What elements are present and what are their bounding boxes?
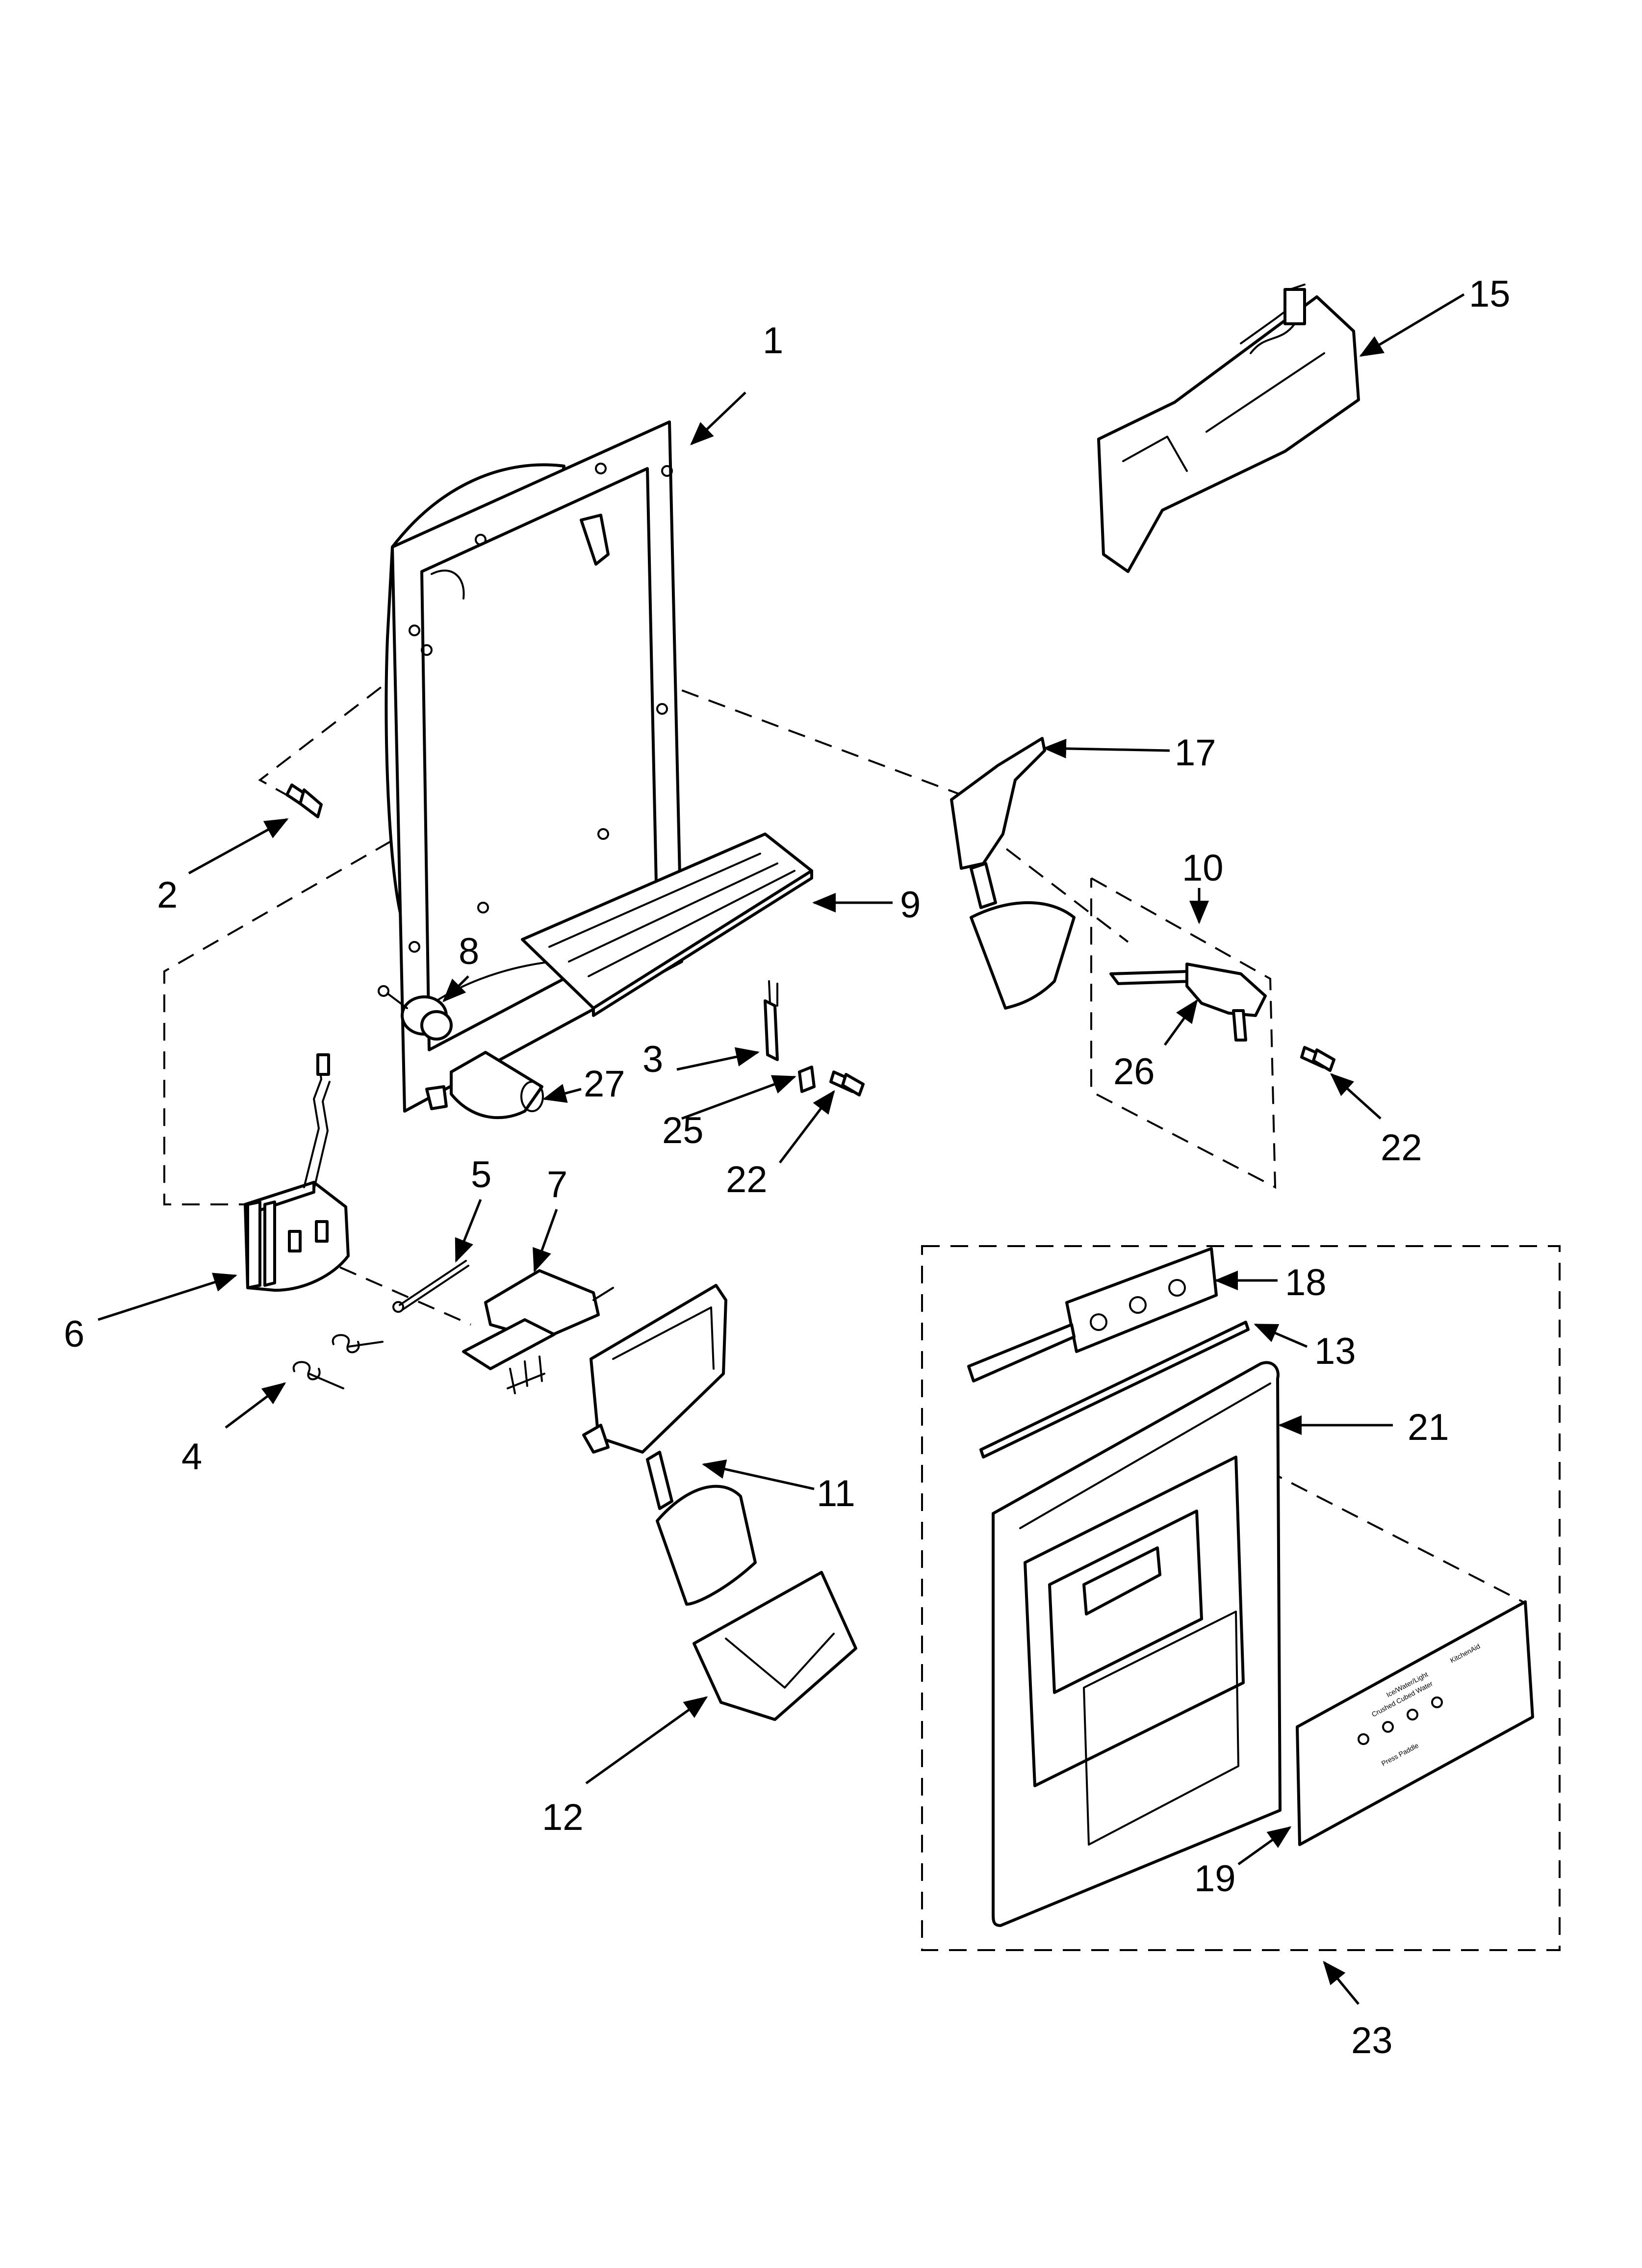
callout-22b: 22 — [1381, 1127, 1422, 1169]
part-5-rod — [392, 1260, 469, 1313]
assembly-10-boundary — [1090, 877, 1277, 1189]
leader-19 — [1237, 1826, 1292, 1866]
part-6-module — [244, 1053, 350, 1292]
callout-21: 21 — [1408, 1407, 1449, 1448]
part-22-screw-right — [1300, 1046, 1335, 1072]
callout-22a: 22 — [726, 1159, 768, 1200]
callout-9: 9 — [900, 884, 921, 926]
leader-23 — [1323, 1960, 1360, 2005]
leader-2 — [188, 818, 289, 875]
callout-10: 10 — [1182, 847, 1224, 889]
callout-11: 11 — [817, 1473, 855, 1514]
part-21-faceplate — [992, 1361, 1282, 1927]
leader-5 — [455, 1199, 482, 1263]
callout-5: 5 — [471, 1154, 491, 1196]
callout-12: 12 — [542, 1797, 584, 1838]
callout-6: 6 — [64, 1313, 84, 1355]
leader-4 — [225, 1382, 286, 1429]
leader-17 — [1043, 738, 1170, 758]
leader-8 — [442, 975, 469, 1002]
part-19-control-panel: Ice/Water/Light KitchenAid Crushed Cubed… — [1296, 1600, 1534, 1846]
part-9-drip-tray — [521, 833, 813, 1017]
part-18-switch-board — [967, 1247, 1218, 1382]
leader-25 — [681, 1075, 796, 1120]
part-15-control-box — [1097, 284, 1360, 573]
callout-26: 26 — [1113, 1051, 1155, 1093]
leader-22a — [779, 1090, 835, 1164]
callout-leaders — [98, 293, 1465, 2005]
panel-buttons — [1358, 1696, 1443, 1745]
callout-23: 23 — [1351, 2020, 1393, 2061]
leader-1 — [690, 391, 746, 445]
leader-11 — [702, 1460, 815, 1490]
part-25-insulator — [798, 1066, 816, 1093]
part-4-springs — [292, 1334, 384, 1389]
leader-15 — [1359, 293, 1465, 357]
part-17-water-paddle — [950, 737, 1076, 1010]
leader-13 — [1254, 1323, 1308, 1348]
part-11-ice-chute — [582, 1284, 757, 1606]
callout-labels: 1 2 3 4 5 6 7 8 9 10 11 12 13 15 17 18 1… — [64, 273, 1511, 2061]
part-22-screw-center — [829, 1070, 865, 1096]
part-12-ice-deflector — [693, 1571, 857, 1721]
callout-17: 17 — [1175, 732, 1216, 774]
leader-22b — [1330, 1073, 1382, 1120]
callout-27: 27 — [584, 1063, 625, 1105]
callout-4: 4 — [181, 1436, 202, 1478]
callout-15: 15 — [1469, 273, 1511, 315]
callout-1: 1 — [763, 320, 783, 362]
part-26-lever — [1109, 963, 1267, 1042]
housing-screw-holes — [409, 463, 673, 953]
callout-25: 25 — [662, 1110, 704, 1151]
callout-13: 13 — [1314, 1330, 1356, 1372]
part-3-switch — [764, 980, 779, 1061]
part-8-solenoid — [378, 985, 453, 1041]
leader-3 — [676, 1047, 760, 1071]
leader-7 — [533, 1209, 558, 1273]
leader-6 — [98, 1273, 237, 1321]
callout-8: 8 — [459, 931, 479, 972]
leader-27 — [542, 1084, 582, 1103]
callout-2: 2 — [157, 874, 178, 916]
leader-12 — [585, 1696, 708, 1785]
assembly-23-boundary — [921, 1245, 1561, 1951]
leader-26 — [1163, 999, 1198, 1046]
part-13-strip — [979, 1321, 1250, 1459]
part-2-screw — [285, 783, 323, 818]
callout-3: 3 — [642, 1039, 663, 1080]
callout-18: 18 — [1285, 1262, 1327, 1303]
callout-19: 19 — [1194, 1858, 1236, 1900]
part-7-actuator — [462, 1269, 614, 1394]
callout-7: 7 — [547, 1164, 567, 1205]
